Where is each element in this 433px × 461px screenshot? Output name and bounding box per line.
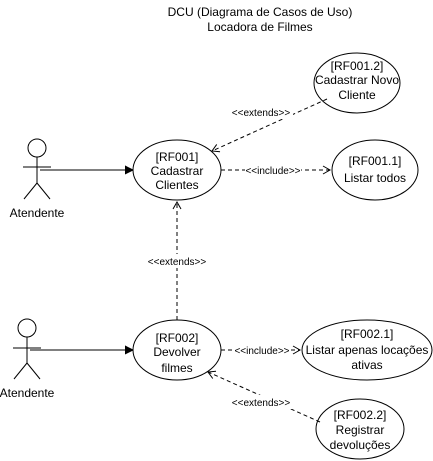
relation-label-extends-rf001-2: <<extends>>	[232, 108, 291, 119]
relation-label-bg-1	[229, 105, 293, 119]
relation-label-extends-rf002-rf001: <<extends>>	[148, 257, 207, 268]
usecase-rf001-2-line3: Cliente	[338, 88, 376, 102]
usecase-rf002-line2: Devolver	[153, 345, 200, 359]
usecase-rf002-2[interactable]	[315, 398, 405, 460]
relation-label-include-rf002-1: <<include>>	[234, 346, 289, 357]
usecase-rf002-1-line2: Listar apenas locações	[306, 343, 429, 357]
usecase-rf002-1-line1: [RF002.1]	[341, 327, 394, 341]
usecase-rf001-line3: Clientes	[155, 178, 198, 192]
usecase-rf001-2-line2: Cadastrar Novo	[315, 73, 399, 87]
usecase-rf001-1-line1: [RF001.1]	[349, 154, 402, 168]
usecase-rf002-1[interactable]	[301, 319, 433, 381]
usecase-rf001-2-line1: [RF001.2]	[331, 59, 384, 73]
usecase-rf002-2-line1: [RF002.2]	[334, 408, 387, 422]
usecase-rf001-line2: Cadastrar	[151, 164, 204, 178]
relation-label-bg-5	[228, 395, 294, 409]
relation-label-bg-4	[233, 344, 291, 357]
diagram-title-line1: DCU (Diagrama de Casos de Uso)	[168, 5, 353, 19]
relation-label-include-rf001-1: <<include>>	[245, 166, 300, 177]
actor-2-figure[interactable]	[13, 318, 41, 380]
actor-1-figure[interactable]	[23, 138, 51, 200]
relation-extends-rf001-2	[211, 98, 328, 153]
diagram-title-line2: Locadora de Filmes	[207, 20, 312, 34]
usecase-rf002-1-line3: ativas	[351, 358, 382, 372]
relation-label-bg-2	[245, 164, 301, 177]
usecase-rf001-1-line2: Listar todos	[344, 171, 406, 185]
usecase-rf002-2-line3: devoluções	[330, 438, 391, 452]
relation-label-extends-rf002-2: <<extends>>	[232, 398, 291, 409]
actor-1-label: Atendente	[10, 206, 65, 220]
usecase-rf001-2[interactable]	[313, 52, 401, 114]
usecase-rf001-1[interactable]	[331, 139, 419, 201]
actor-2-label: Atendente	[0, 386, 55, 400]
usecase-rf002-2-line2: Registrar	[336, 423, 385, 437]
usecase-rf002-line1: [RF002]	[156, 331, 199, 345]
usecase-rf002-line3: filmes	[161, 361, 192, 375]
relation-label-bg-3	[143, 254, 211, 268]
usecase-rf001-line1: [RF001]	[156, 150, 199, 164]
